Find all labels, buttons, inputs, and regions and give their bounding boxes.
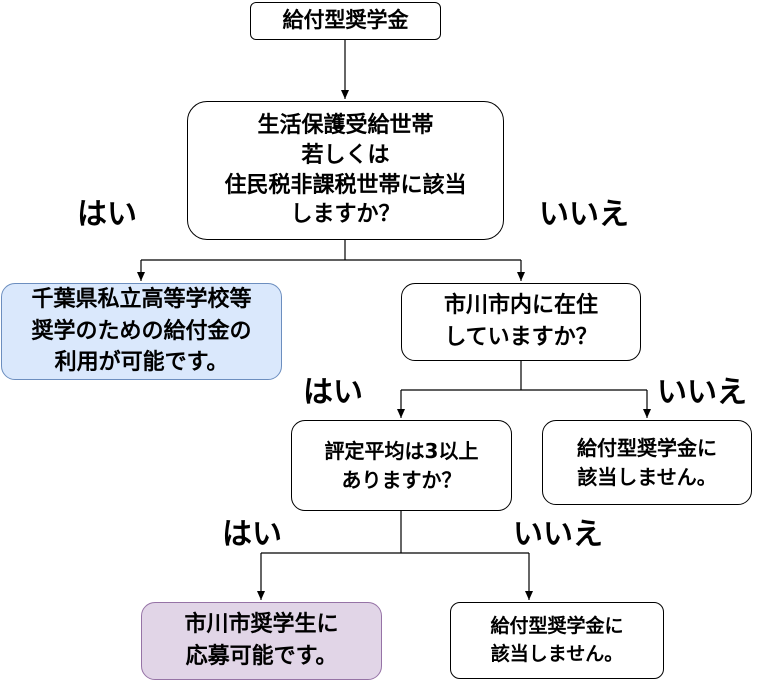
node-question-resident: 市川市内に在住 していますか？ [401,283,641,361]
node-question-grade: 評定平均は3以上 ありますか？ [291,420,512,511]
label-no-welfare: いいえ [539,197,629,232]
label-no-resident: いいえ [657,375,747,410]
label-yes-resident: はい [303,375,363,410]
node-not-eligible-1: 給付型奨学金に 該当しません。 [542,420,752,505]
label-yes-welfare: はい [77,197,137,232]
node-chiba-benefit: 千葉県私立高等学校等 奨学のための給付金の 利用が可能です。 [1,283,282,380]
node-question-welfare: 生活保護受給世帯 若しくは 住民税非課税世帯に該当 しますか？ [187,101,504,240]
node-ichikawa-eligible: 市川市奨学生に 応募可能です。 [141,602,382,680]
node-title-scholarship: 給付型奨学金 [250,2,441,40]
node-not-eligible-2: 給付型奨学金に 該当しません。 [450,602,664,679]
label-yes-grade: はい [222,517,282,552]
label-no-grade: いいえ [513,517,603,552]
